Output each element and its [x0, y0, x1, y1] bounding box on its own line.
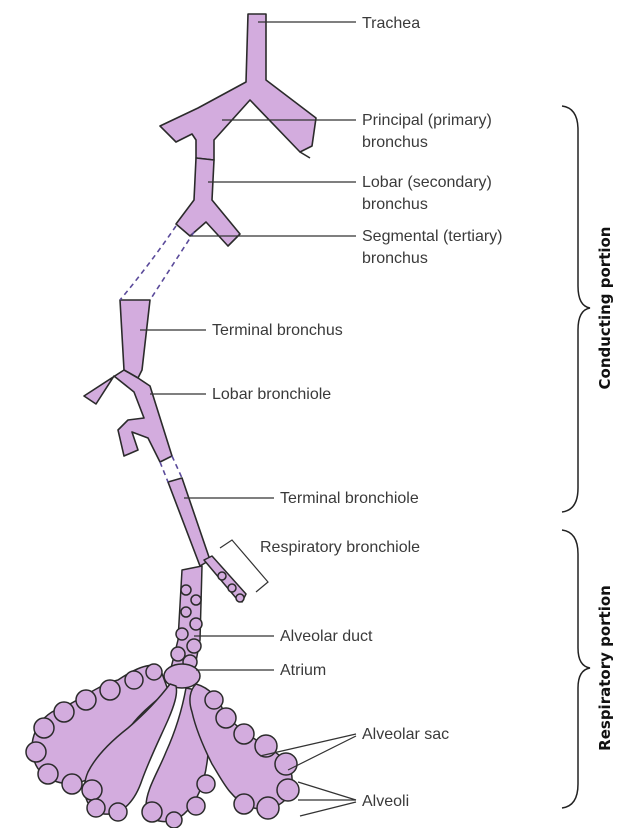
label-conducting-portion: Conducting portion: [596, 227, 614, 390]
terminal-bronchus-shape: [120, 300, 150, 378]
label-alveolar-sac: Alveolar sac: [362, 726, 449, 743]
label-segmental-1: Segmental (tertiary): [362, 228, 503, 245]
label-respiratory-bronchiole: Respiratory bronchiole: [260, 539, 420, 556]
label-lobar-2: bronchus: [362, 196, 428, 213]
lobar-bronchus-shape: [176, 158, 240, 246]
labels: Trachea Principal (primary) bronchus Lob…: [212, 15, 503, 810]
label-principal-2: bronchus: [362, 134, 428, 151]
label-trachea: Trachea: [362, 15, 420, 32]
label-terminal-bronchiole: Terminal bronchiole: [280, 490, 419, 507]
trachea-shape: [160, 14, 316, 160]
airway-tree: [84, 14, 316, 566]
respiratory-tree: [26, 556, 299, 828]
terminal-bronchiole-shape: [168, 478, 210, 566]
braces: Conducting portion Respiratory portion: [562, 106, 614, 808]
label-lobar-bronchiole: Lobar bronchiole: [212, 386, 331, 403]
lobar-bronchiole-shape: [84, 370, 172, 462]
label-respiratory-portion: Respiratory portion: [596, 585, 614, 751]
label-terminal-bronchus: Terminal bronchus: [212, 322, 343, 339]
respiratory-brace: [562, 530, 590, 808]
label-alveolar-duct: Alveolar duct: [280, 628, 373, 645]
conducting-brace: [562, 106, 590, 512]
label-segmental-2: bronchus: [362, 250, 428, 267]
label-principal-1: Principal (primary): [362, 112, 492, 129]
label-lobar-1: Lobar (secondary): [362, 174, 492, 191]
label-atrium: Atrium: [280, 662, 326, 679]
label-alveoli: Alveoli: [362, 793, 409, 810]
